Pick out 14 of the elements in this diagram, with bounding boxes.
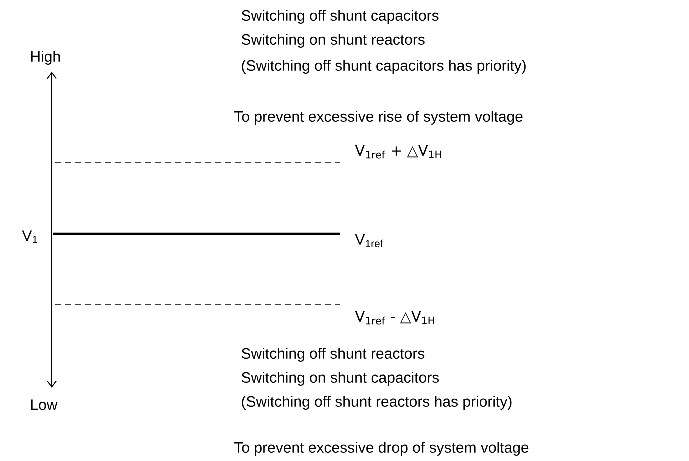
purpose-note: To prevent excessive drop of system voltage	[234, 442, 529, 456]
axis-label: High	[31, 51, 60, 65]
axis-label: V$_{1}$	[22, 230, 38, 244]
reference-label: V$_{1ref}$	[355, 234, 384, 248]
threshold-label: V$_{1ref}$ - △V$_{1H}$	[355, 311, 434, 325]
action-text: Switching on shunt reactors	[242, 34, 425, 48]
action-text: Switching off shunt capacitors	[242, 10, 439, 24]
axis-label: Low	[31, 400, 58, 410]
priority-note: (Switching off shunt capacitors has priority)	[242, 60, 526, 74]
threshold-label: V$_{1ref}$ + △V$_{1H}$	[355, 145, 442, 159]
action-text: Switching off shunt reactors	[242, 348, 425, 362]
priority-note: (Switching off shunt reactors has priority)	[242, 396, 512, 410]
action-text: Switching on shunt capacitors	[242, 372, 440, 386]
purpose-note: To prevent excessive rise of system voltage	[234, 111, 523, 125]
